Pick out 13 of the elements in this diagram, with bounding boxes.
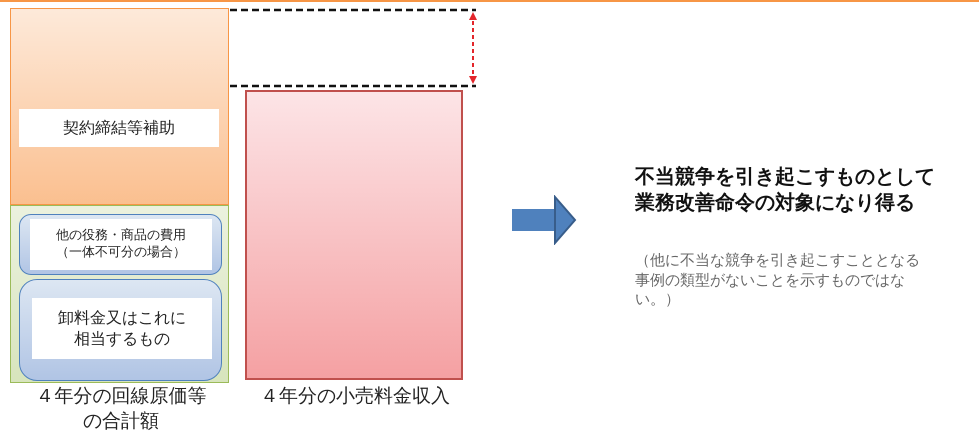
- group-box: [10, 205, 229, 383]
- revenue-bar: [245, 90, 463, 380]
- cost-item-box: [19, 214, 222, 275]
- bar-caption: ４年分の回線原価等の合計額: [34, 384, 208, 434]
- item-label: 卸料金又はこれに相当するもの: [32, 298, 212, 359]
- note-text: （他に不当な競争を引き起こすこととなる事例の類型がないことを示すものではない。）: [635, 251, 921, 310]
- segment-label: 契約締結等補助: [19, 109, 219, 147]
- item-label: 他の役務・商品の費用（一体不可分の場合）: [30, 219, 212, 270]
- conclusion-heading: 不当競争を引き起こすものとして業務改善命令の対象になり得る: [635, 163, 936, 215]
- cost-bar-segment: [10, 8, 229, 205]
- cost-item-box: [19, 279, 222, 381]
- bar-caption: ４年分の小売料金収入: [259, 384, 451, 409]
- block-arrow: [512, 196, 576, 244]
